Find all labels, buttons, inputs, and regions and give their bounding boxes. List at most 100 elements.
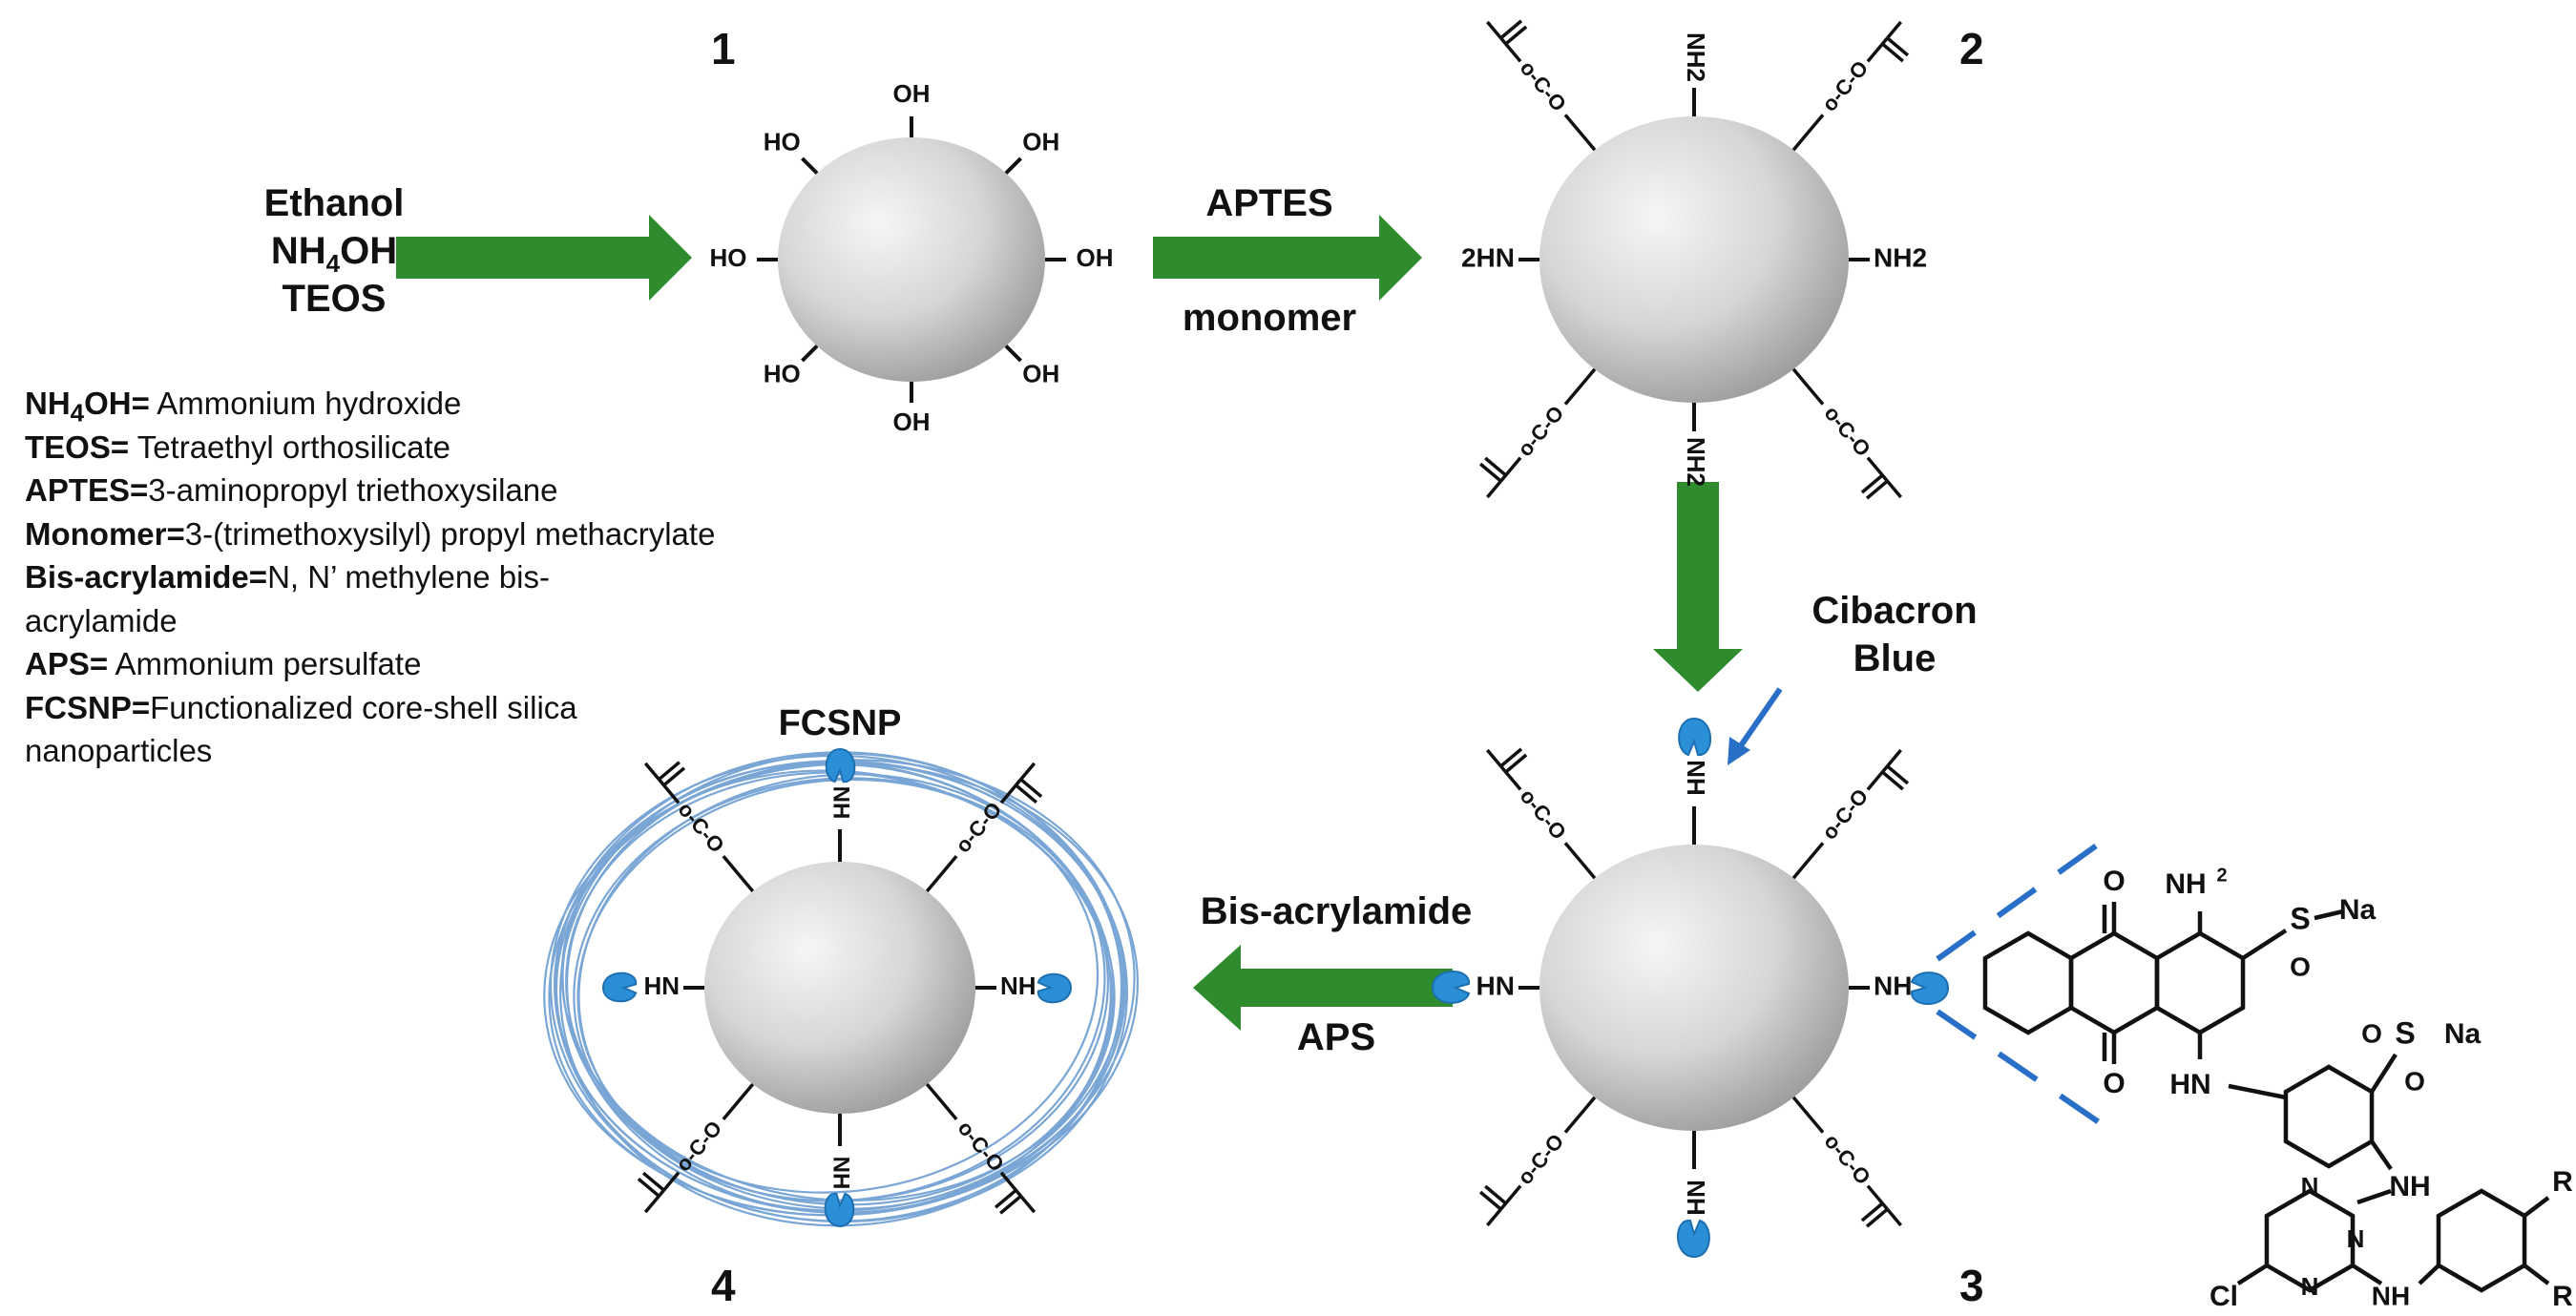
legend-teos: TEOS= Tetraethyl orthosilicate [25, 428, 451, 465]
nh-label-bottom: NH [1682, 1180, 1710, 1216]
nh-label-3: NH [2372, 1281, 2410, 1310]
nh-label-bottom: NH [828, 1157, 854, 1190]
methyl-bond [1486, 479, 1502, 499]
cibacron-dye-blob [1677, 1219, 1710, 1259]
nh-label-right: NH [1874, 971, 1912, 1000]
hydroxyl-label: OH [893, 407, 931, 436]
bond [2228, 1083, 2287, 1100]
benzene-ring-right [2154, 930, 2246, 1035]
legend-aptes: APTES=3-aminopropyl triethoxysilane [25, 472, 558, 509]
arrow-step2 [1153, 215, 1422, 301]
carbonyl-o-bottom: O [2103, 1068, 2125, 1099]
vinyl-double-bond [1881, 42, 1904, 63]
methacrylate-chain [925, 1082, 958, 1121]
methacrylate-chain [722, 1082, 755, 1121]
abbreviation-legend: NH4OH= Ammonium hydroxide TEOS= Tetraeth… [25, 382, 750, 773]
hydroxyl-label: OH [1077, 243, 1114, 272]
vinyl-bond [658, 778, 681, 804]
legend-bis-acrylamide: Bis-acrylamide=N, N’ methylene bis-acryl… [25, 559, 550, 638]
cibacron-dye-blob [601, 971, 638, 1003]
step1-reagents: Ethanol NH4OH TEOS [229, 179, 439, 323]
vinyl-bond [1499, 1184, 1522, 1211]
bond [2418, 1264, 2440, 1285]
vinyl-double-bond [1478, 462, 1502, 483]
quinone-ring [2068, 930, 2160, 1035]
hydroxyl-label: HO [764, 127, 801, 156]
carbonyl-o-top: O [2103, 866, 2125, 897]
triazine-ring [2264, 1188, 2356, 1293]
vinyl-double-bond [1860, 1201, 1884, 1222]
vinyl-double-bond [1860, 473, 1884, 494]
aryl-ring [2436, 1188, 2527, 1293]
hn-label-left: HN [1476, 971, 1515, 1000]
legend-nh4oh: NH4OH= Ammonium hydroxide [25, 386, 462, 428]
vinyl-double-bond [1865, 479, 1889, 500]
sulfonate-o-2: O [2361, 1018, 2382, 1048]
vinyl-bond [1499, 36, 1522, 63]
vinyl-double-bond [1886, 764, 1910, 785]
methyl-bond [1019, 1195, 1037, 1214]
hydroxyl-label: OH [893, 79, 931, 108]
nh-label-top: NH [1682, 760, 1710, 796]
amine-label-bottom: NH2 [1682, 437, 1710, 487]
stage-number-2: 2 [1959, 24, 1984, 73]
ester-group-label: o-C-O [1513, 401, 1568, 461]
reagent-nh4oh: NH4OH [270, 230, 398, 278]
cibacron-dye-blob [1431, 971, 1471, 1004]
vinyl-bond [1499, 764, 1522, 791]
hn-label-left: HN [643, 971, 680, 1000]
bond [2314, 909, 2344, 921]
step2-reagent-bottom: monomer [1182, 297, 1357, 339]
sulfonate-o-3: O [2404, 1066, 2425, 1096]
vinyl-double-bond [637, 1177, 660, 1198]
ester-group-label: o-C-O [1516, 56, 1571, 116]
methacrylate-chain [1791, 842, 1825, 880]
cibacron-dye-blob [1678, 717, 1711, 757]
zoom-lines [1936, 837, 2106, 1129]
vinyl-bond [1499, 456, 1522, 483]
methyl-bond [643, 1195, 660, 1214]
bond [2370, 1053, 2398, 1094]
sulfur-1: S [2290, 901, 2310, 935]
cibacron-dye-blob [825, 747, 856, 783]
vinyl-double-bond [1484, 1184, 1507, 1205]
benzene-ring-left [1982, 930, 2074, 1035]
methacrylate-chain [925, 854, 958, 893]
vinyl-double-bond [1484, 456, 1507, 477]
methacrylate-chain [1563, 114, 1597, 152]
arrow-step3 [1653, 482, 1743, 692]
triazine-n-2: N [2347, 1224, 2365, 1253]
nh-label-2: NH [2389, 1171, 2430, 1202]
legend-aps: APS= Ammonium persulfate [25, 646, 422, 682]
hydroxyl-label: HO [710, 243, 747, 272]
bond [2236, 1264, 2269, 1285]
oh-bond [1004, 345, 1022, 363]
oh-bond [801, 345, 819, 363]
nh-label-right: NH [1000, 971, 1037, 1000]
vinyl-bond [999, 1171, 1022, 1198]
ester-group-label: o-C-O [1817, 56, 1873, 116]
amine-label-right: NH2 [1874, 242, 1927, 272]
sulfonate-bond [2241, 929, 2288, 960]
methacrylate-chain [722, 854, 755, 893]
vinyl-double-bond [1499, 19, 1523, 40]
silica-core-sphere-3 [1539, 845, 1849, 1131]
methacrylate-chain [1563, 367, 1597, 406]
bond [2351, 1264, 2383, 1285]
amine-label-top: NH2 [1682, 32, 1710, 82]
methacrylate-chain [1791, 114, 1825, 152]
benzene-ring-sulfonate [2283, 1064, 2375, 1169]
vinyl-double-bond [641, 1171, 665, 1192]
chlorine-label: Cl [2209, 1281, 2238, 1312]
ester-group-label: o-C-O [1516, 784, 1571, 845]
shell-strand [573, 777, 1109, 1202]
vinyl-double-bond [1504, 753, 1528, 774]
vinyl-bond [1866, 36, 1889, 63]
arrow-step1 [396, 215, 692, 301]
r-group-2: R [2552, 1281, 2573, 1312]
sulfur-2: S [2395, 1015, 2415, 1050]
hydroxyl-label: OH [1022, 359, 1059, 387]
